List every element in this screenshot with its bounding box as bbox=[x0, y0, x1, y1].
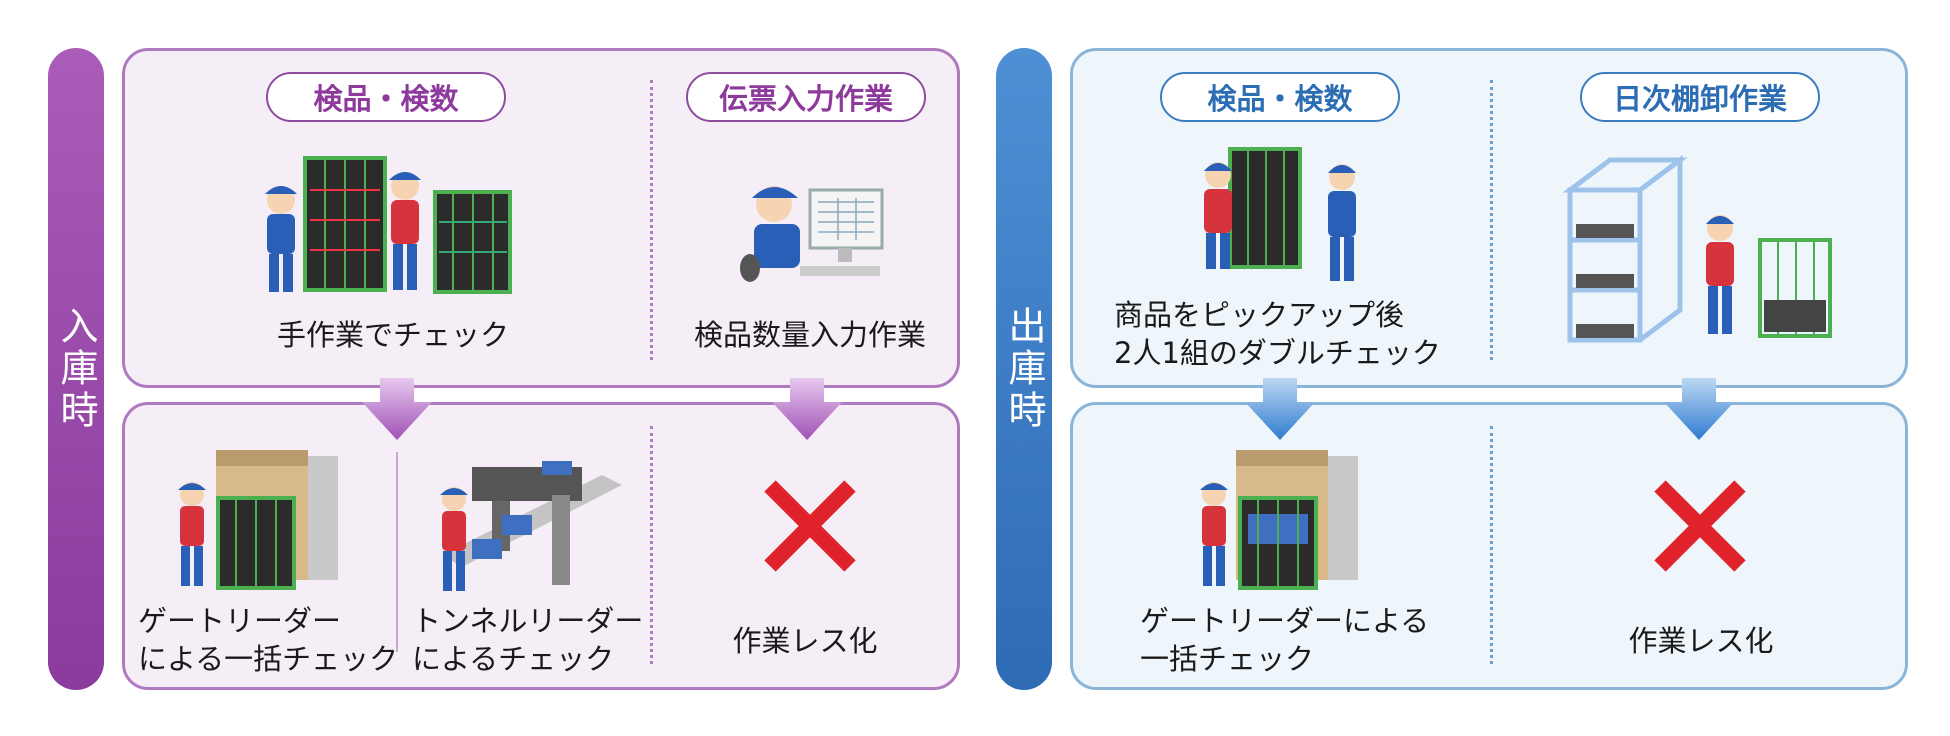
cart-icon bbox=[218, 498, 294, 588]
caption-no-work-outbound: 作業レス化 bbox=[1586, 622, 1816, 660]
caption-quantity-entry: 検品数量入力作業 bbox=[670, 316, 950, 354]
arrow-down-icon bbox=[362, 378, 432, 440]
pill-inspection: 検品・検数 bbox=[266, 72, 506, 122]
divider bbox=[396, 452, 398, 652]
cart-icon bbox=[1230, 149, 1300, 267]
worker-icon bbox=[440, 487, 468, 591]
gate-reader-outbound-illustration bbox=[1190, 450, 1365, 595]
data-entry-illustration bbox=[740, 170, 890, 300]
pill-slip-entry: 伝票入力作業 bbox=[686, 72, 926, 122]
divider bbox=[1490, 426, 1493, 664]
worker-icon bbox=[1200, 482, 1228, 586]
caption-tunnel-reader-1: トンネルリーダー bbox=[412, 602, 643, 640]
cart-icon bbox=[1760, 240, 1830, 336]
caption-gate-reader-outbound-2: 一括チェック bbox=[1140, 640, 1314, 678]
divider bbox=[650, 426, 653, 664]
tunnel-reader-illustration bbox=[432, 455, 622, 595]
worker-icon bbox=[389, 172, 421, 290]
worker-icon bbox=[1204, 162, 1232, 269]
caption-gate-reader-outbound-1: ゲートリーダーによる bbox=[1140, 602, 1429, 640]
computer-icon bbox=[800, 190, 882, 276]
sidebar-inbound-label: 入庫時 bbox=[53, 306, 99, 432]
divider bbox=[650, 80, 653, 360]
caption-gate-reader-1: ゲートリーダー bbox=[138, 602, 341, 640]
tunnel-reader-icon bbox=[442, 461, 622, 585]
worker-icon bbox=[740, 186, 800, 282]
pill-daily-inventory: 日次棚卸作業 bbox=[1580, 72, 1820, 122]
divider bbox=[1490, 80, 1493, 360]
arrow-down-icon bbox=[1245, 378, 1315, 440]
sidebar-outbound-label: 出庫時 bbox=[1001, 306, 1047, 432]
cross-icon bbox=[1652, 478, 1748, 574]
sidebar-outbound: 出庫時 bbox=[996, 48, 1052, 690]
caption-pickup-2: 2人1組のダブルチェック bbox=[1114, 334, 1441, 372]
caption-manual-check: 手作業でチェック bbox=[248, 316, 538, 354]
cross-icon bbox=[762, 478, 858, 574]
cart-icon bbox=[435, 192, 510, 292]
arrow-down-icon bbox=[1664, 378, 1734, 440]
caption-gate-reader-2: による一括チェック bbox=[138, 640, 398, 678]
worker-icon bbox=[178, 482, 206, 586]
arrow-down-icon bbox=[772, 378, 842, 440]
cart-icon bbox=[305, 158, 385, 290]
worker-icon bbox=[1328, 164, 1356, 281]
caption-no-work: 作業レス化 bbox=[690, 622, 920, 660]
shelf-icon bbox=[1570, 160, 1680, 340]
inventory-illustration bbox=[1560, 150, 1850, 350]
manual-check-illustration bbox=[255, 150, 525, 310]
caption-tunnel-reader-2: によるチェック bbox=[412, 640, 614, 678]
gate-reader-illustration bbox=[168, 450, 343, 595]
worker-icon bbox=[265, 186, 297, 292]
worker-icon bbox=[1706, 215, 1734, 334]
double-check-illustration bbox=[1190, 145, 1390, 290]
caption-pickup-1: 商品をピックアップ後 bbox=[1114, 296, 1404, 334]
cart-icon bbox=[1240, 498, 1316, 588]
pill-inspection-outbound: 検品・検数 bbox=[1160, 72, 1400, 122]
sidebar-inbound: 入庫時 bbox=[48, 48, 104, 690]
